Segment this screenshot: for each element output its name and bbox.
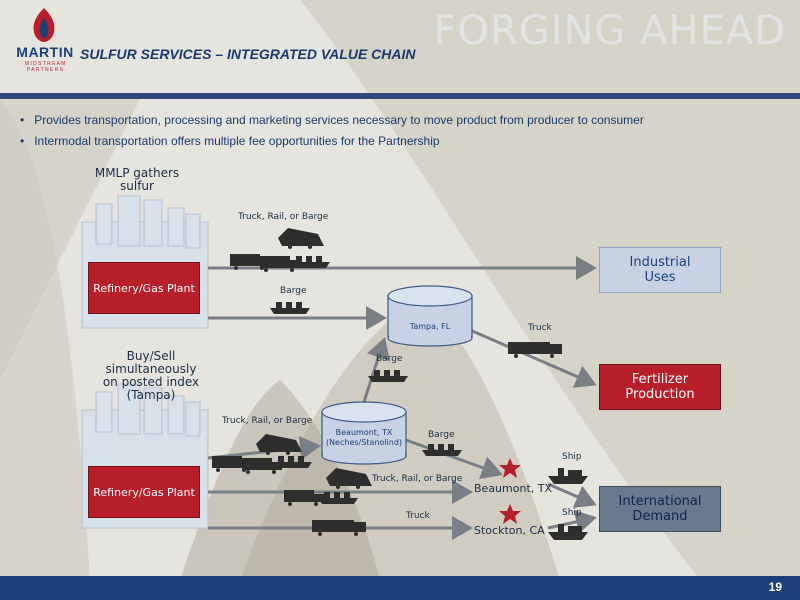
barge-icon — [368, 370, 408, 382]
note-line: simultaneously — [105, 362, 197, 376]
background-arch-left — [0, 99, 90, 580]
label-barge-beaumont: Barge — [428, 430, 455, 440]
dest-international: International Demand — [599, 486, 721, 532]
bullet-text: Provides transportation, processing and … — [34, 113, 644, 127]
label-truck-tampa: Truck — [528, 323, 552, 333]
label-ship-bottom: Ship — [562, 508, 582, 518]
barge-icon — [318, 492, 358, 504]
logo-subtitle-2: P A R T N E R S — [26, 67, 64, 73]
train-icon — [326, 468, 372, 489]
plant-box-bottom: Refinery/Gas Plant — [88, 466, 200, 518]
tank-beaumont-line: Beaumont, TX — [335, 428, 393, 437]
bullet-list: • Provides transportation, processing and… — [20, 110, 644, 152]
star-icon — [499, 504, 521, 524]
train-icon — [278, 228, 324, 249]
headline: FORGING AHEAD — [433, 8, 786, 54]
truck-icon — [312, 520, 366, 536]
label-trb-top: Truck, Rail, or Barge — [238, 212, 329, 222]
tank-tampa-label: Tampa, FL — [409, 322, 451, 331]
background-arch-large — [300, 0, 800, 580]
label-ship-top: Ship — [562, 452, 582, 462]
dest-line: Industrial — [629, 255, 691, 270]
tank-tampa — [387, 285, 473, 347]
note-line: (Tampa) — [126, 388, 176, 402]
note-line: on posted index — [102, 375, 200, 389]
bullet-item: • Provides transportation, processing and… — [20, 110, 644, 131]
logo-name: MARTIN — [16, 44, 74, 60]
barge-icon — [290, 256, 330, 268]
plant-box-top: Refinery/Gas Plant — [88, 262, 200, 314]
label-barge-top: Barge — [280, 286, 307, 296]
ship-icon — [548, 524, 588, 540]
barge-icon — [270, 302, 310, 314]
dest-line: Production — [625, 387, 695, 402]
tank-beaumont-line: (Neches/Stanolind) — [325, 438, 403, 447]
dest-fertilizer: Fertilizer Production — [599, 364, 721, 410]
dest-line: Uses — [644, 270, 676, 285]
logo: MARTIN M I D S T R E A M P A R T N E R S — [14, 44, 76, 73]
port-beaumont: Beaumont, TX — [474, 482, 553, 495]
label-barge-mid: Barge — [376, 354, 403, 364]
bullet-text: Intermodal transportation offers multipl… — [34, 134, 440, 148]
label-truck-stockton: Truck — [406, 511, 430, 521]
dest-line: Demand — [632, 509, 688, 524]
bullet-icon: • — [20, 113, 25, 127]
page-number: 19 — [768, 580, 782, 594]
bullet-icon: • — [20, 134, 25, 148]
label-trb-bottom: Truck, Rail, or Barge — [222, 416, 313, 426]
dest-line: Fertilizer — [631, 372, 689, 387]
ship-icon — [548, 468, 588, 484]
note-line: Buy/Sell — [126, 349, 176, 363]
note-gathers: MMLP gathers sulfur — [82, 167, 192, 193]
note-line: MMLP gathers — [94, 166, 180, 180]
tank-beaumont — [321, 401, 407, 465]
note-line: sulfur — [120, 179, 154, 193]
note-buysell: Buy/Sell simultaneously on posted index … — [92, 350, 210, 402]
train-icon — [256, 434, 302, 455]
barge-icon — [272, 456, 312, 468]
tank-beaumont-label: Beaumont, TX (Neches/Stanolind) — [322, 428, 406, 448]
barge-icon — [422, 444, 462, 456]
truck-icon — [508, 342, 562, 358]
page-title: SULFUR SERVICES – INTEGRATED VALUE CHAIN — [80, 46, 416, 62]
star-icon — [499, 458, 521, 478]
header-divider — [0, 93, 800, 99]
logo-subtitle-1: M I D S T R E A M — [24, 61, 66, 67]
dest-industrial: Industrial Uses — [599, 247, 721, 293]
footer-bar — [0, 576, 800, 600]
port-stockton: Stockton, CA — [474, 524, 545, 537]
logo-flame-icon — [33, 8, 55, 42]
bullet-item: • Intermodal transportation offers multip… — [20, 131, 644, 152]
label-trb-beaumont: Truck, Rail, or Barge — [372, 474, 463, 484]
dest-line: International — [618, 494, 702, 509]
